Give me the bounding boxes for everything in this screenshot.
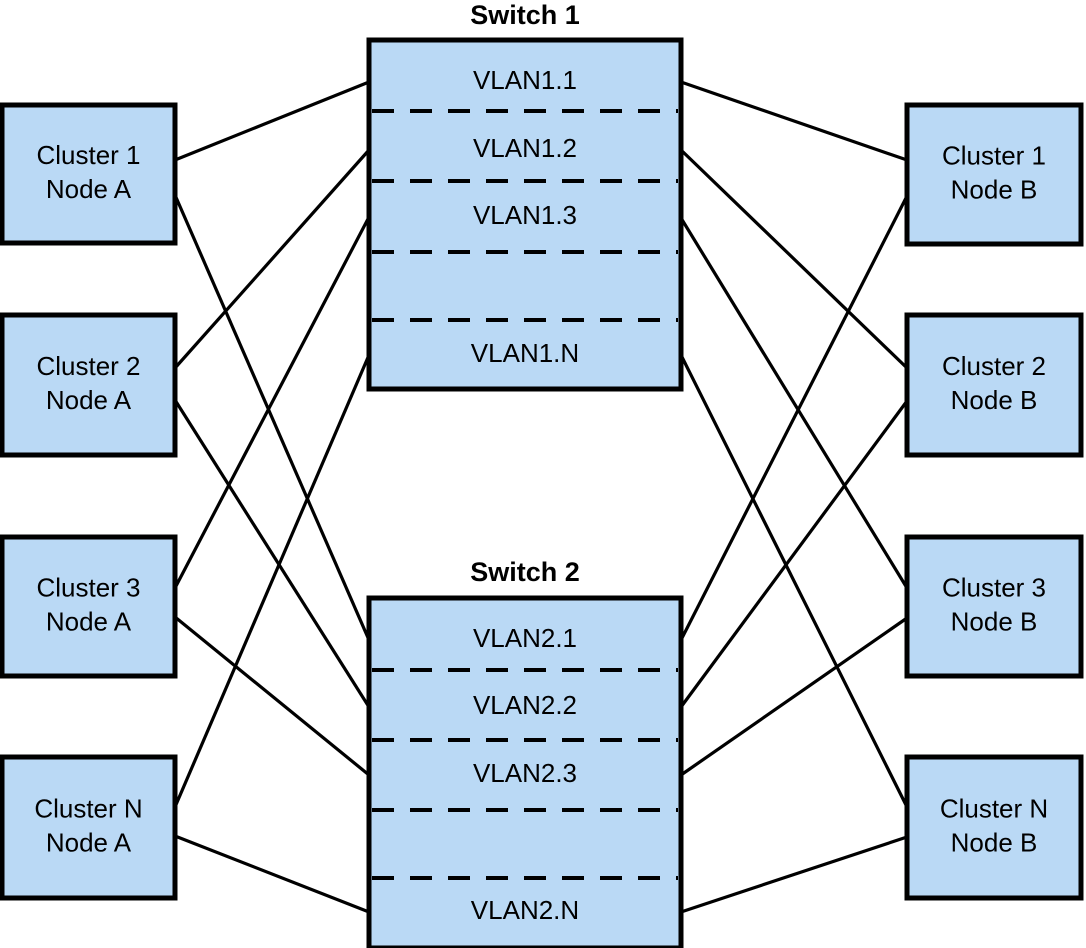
cluster-node-c2a[interactable]: Cluster 2 Node A — [0, 312, 178, 458]
cluster-node-box-cnb[interactable] — [904, 754, 1084, 901]
connection-line-vlan1-1-to-c1b — [680, 80, 908, 162]
connection-line-cna-to-vlan1-n — [173, 354, 371, 808]
right-cluster-nodes-layer: Cluster 1 Node B Cluster 2 Node B Cluster 3 N… — [904, 102, 1084, 901]
cluster-node-label-line2-c2b: Node B — [951, 385, 1038, 415]
cluster-node-label-line1-c2a: Cluster 2 — [36, 351, 140, 381]
cluster-node-label-line2-c2a: Node A — [46, 385, 132, 415]
vlan-label-switch2-5: VLAN2.N — [471, 895, 579, 925]
cluster-node-label-line2-c3b: Node B — [951, 606, 1038, 636]
cluster-node-box-cna[interactable] — [0, 754, 178, 901]
connection-line-vlan2-3-to-c3b — [680, 616, 908, 777]
cluster-node-label-line1-c2b: Cluster 2 — [942, 351, 1046, 381]
vlan-label-switch2-3: VLAN2.3 — [473, 758, 577, 788]
cluster-node-box-c2b[interactable] — [904, 312, 1084, 458]
cluster-node-box-c2a[interactable] — [0, 312, 178, 458]
switch-box-switch1[interactable] — [366, 37, 684, 392]
connection-line-cna-to-vlan2-n — [174, 834, 370, 914]
switches-layer: Switch 1VLAN1.1VLAN1.2VLAN1.3VLAN1.NSwit… — [366, 0, 684, 948]
cluster-node-label-line2-cna: Node A — [46, 827, 132, 857]
connection-line-c3a-to-vlan2-3 — [173, 615, 371, 777]
cluster-node-box-c3b[interactable] — [904, 534, 1084, 679]
cluster-node-label-line1-c3a: Cluster 3 — [36, 572, 140, 602]
cluster-node-label-line2-c3a: Node A — [46, 606, 132, 636]
cluster-node-c3b[interactable]: Cluster 3 Node B — [904, 534, 1084, 679]
vlan-label-switch1-5: VLAN1.N — [471, 338, 579, 368]
cluster-node-c1b[interactable]: Cluster 1 Node B — [904, 102, 1084, 247]
cluster-node-label-line1-cna: Cluster N — [34, 793, 142, 823]
switch-title-switch1: Switch 1 — [470, 0, 580, 30]
vlan-label-switch2-2: VLAN2.2 — [473, 690, 577, 720]
connection-line-c2a-to-vlan2-2 — [173, 399, 371, 708]
connection-line-vlan2-2-to-c2b — [679, 400, 909, 708]
connection-lines-layer — [173, 80, 909, 914]
cluster-node-label-line2-c1b: Node B — [951, 174, 1038, 204]
cluster-node-label-line1-c3b: Cluster 3 — [942, 572, 1046, 602]
cluster-node-cnb[interactable]: Cluster N Node B — [904, 754, 1084, 901]
left-cluster-nodes-layer: Cluster 1 Node A Cluster 2 Node A Cluster 3 N… — [0, 102, 178, 901]
cluster-node-label-line2-c1a: Node A — [46, 174, 132, 204]
connection-line-vlan1-3-to-c3b — [679, 217, 909, 589]
connection-line-vlan1-2-to-c2b — [679, 148, 909, 370]
vlan-label-switch1-2: VLAN1.2 — [473, 133, 577, 163]
connection-line-c2a-to-vlan1-2 — [173, 148, 371, 370]
cluster-node-c1a[interactable]: Cluster 1 Node A — [0, 102, 178, 246]
cluster-node-label-line2-cnb: Node B — [951, 827, 1038, 857]
cluster-node-box-c1a[interactable] — [0, 102, 178, 246]
switch-box-switch2[interactable] — [366, 595, 684, 948]
cluster-node-c3a[interactable]: Cluster 3 Node A — [0, 534, 178, 679]
cluster-node-label-line1-c1b: Cluster 1 — [942, 140, 1046, 170]
connection-line-vlan1-n-to-cnb — [679, 354, 909, 808]
cluster-node-c2b[interactable]: Cluster 2 Node B — [904, 312, 1084, 458]
connection-line-c1a-to-vlan2-1 — [173, 194, 371, 641]
connection-line-vlan2-n-to-cnb — [680, 835, 908, 914]
cluster-node-box-c3a[interactable] — [0, 534, 178, 679]
cluster-node-cna[interactable]: Cluster N Node A — [0, 754, 178, 901]
cluster-node-label-line1-cnb: Cluster N — [940, 793, 1048, 823]
vlan-label-switch2-1: VLAN2.1 — [473, 623, 577, 653]
cluster-node-box-c1b[interactable] — [904, 102, 1084, 247]
connection-line-c1a-to-vlan1-1 — [174, 80, 370, 162]
connection-line-c3a-to-vlan1-3 — [173, 216, 371, 589]
vlan-label-switch1-3: VLAN1.3 — [473, 200, 577, 230]
cluster-node-label-line1-c1a: Cluster 1 — [36, 140, 140, 170]
connection-line-vlan2-1-to-c1b — [679, 195, 909, 641]
vlan-label-switch1-1: VLAN1.1 — [473, 65, 577, 95]
switch-title-switch2: Switch 2 — [470, 557, 580, 587]
